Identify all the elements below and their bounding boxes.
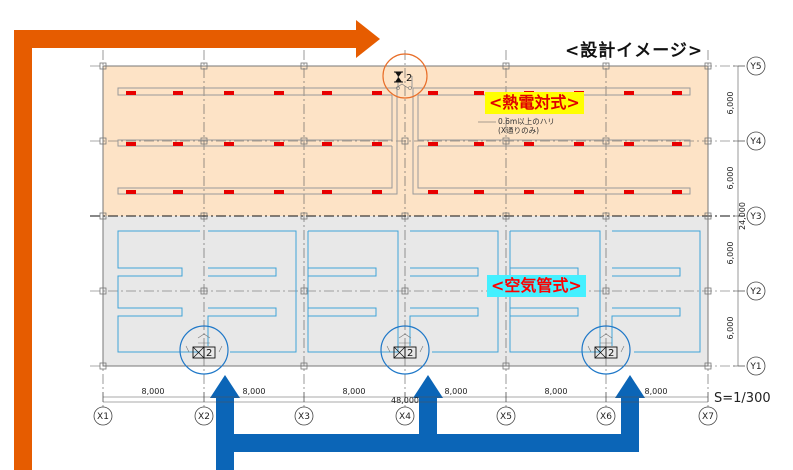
air-zone-label: <空気管式> <box>487 275 586 297</box>
x-axis-label: X4 <box>399 412 411 422</box>
x-axis-label: X7 <box>702 412 714 422</box>
y-span-label: 6,000 <box>726 242 735 265</box>
heat-detector-marker: 2 <box>382 53 428 99</box>
scale-label: S=1/300 <box>714 391 771 406</box>
y-span-labels: 6,000 6,000 6,000 6,000 24,000 <box>726 92 747 340</box>
heat-sensors <box>126 91 682 194</box>
y-axis-label: Y1 <box>749 362 761 372</box>
heat-zone-label: <熱電対式> <box>485 92 584 114</box>
y-axis-label: Y3 <box>749 212 761 222</box>
air-detector-marker-1: 2 <box>179 325 229 375</box>
x-axis-label: X5 <box>500 412 512 422</box>
air-detector-marker-2: 2 <box>380 325 430 375</box>
x-axis-label: X1 <box>97 412 109 422</box>
x-axis-label: X2 <box>198 412 210 422</box>
y-total-label: 24,000 <box>738 202 747 230</box>
x-axis-label: X6 <box>600 412 612 422</box>
x-axis-label: X3 <box>298 412 310 422</box>
beam-note-line1: 0.6m以上のハリ <box>498 117 555 126</box>
y-dimension-lines <box>733 65 745 367</box>
air-detector-count-1: 2 <box>206 348 212 359</box>
blue-routing-arrows <box>210 375 645 470</box>
beam-note: 0.6m以上のハリ (X通りのみ) <box>498 117 555 135</box>
x-span-label: 8,000 <box>545 387 568 396</box>
y-axis-label: Y2 <box>749 287 761 297</box>
x-axis-bubbles: X1 X2 X3 X4 X5 X6 X7 <box>93 406 718 426</box>
orange-routing-arrow <box>14 20 380 470</box>
y-span-label: 6,000 <box>726 317 735 340</box>
heat-detector-count: 2 <box>406 73 412 84</box>
y-span-label: 6,000 <box>726 167 735 190</box>
y-axis-label: Y4 <box>749 137 761 147</box>
x-dimension-lines <box>102 392 709 403</box>
air-detector-marker-3: 2 <box>581 325 631 375</box>
x-span-label: 8,000 <box>243 387 266 396</box>
x-span-label: 8,000 <box>343 387 366 396</box>
x-span-label: 8,000 <box>445 387 468 396</box>
beam-note-line2: (X通りのみ) <box>498 126 539 135</box>
x-span-label: 8,000 <box>645 387 668 396</box>
x-span-labels: 8,000 8,000 8,000 8,000 8,000 8,000 48,0… <box>142 387 668 405</box>
y-axis-label: Y5 <box>749 62 761 72</box>
building-outline <box>102 65 709 367</box>
thermocouple-wires <box>117 76 691 195</box>
x-total-label: 48,000 <box>391 396 419 405</box>
y-span-label: 6,000 <box>726 92 735 115</box>
x-span-label: 8,000 <box>142 387 165 396</box>
y-axis-bubbles: Y5 Y4 Y3 Y2 Y1 <box>746 56 766 376</box>
columns <box>99 62 712 370</box>
page-title: <設計イメージ> <box>565 41 704 61</box>
air-detector-count-3: 2 <box>608 348 614 359</box>
air-detector-count-2: 2 <box>407 348 413 359</box>
